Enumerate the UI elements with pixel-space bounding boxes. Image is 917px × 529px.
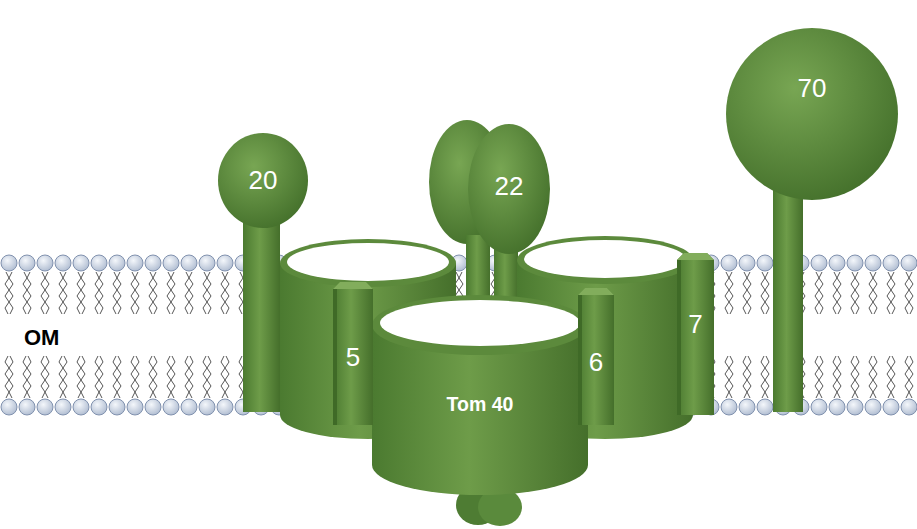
tom20-receptor: 20 <box>218 133 308 228</box>
tom70-receptor: 70 <box>726 28 898 200</box>
tom7-subunit: 7 <box>677 253 714 415</box>
tom40-back-pore-lumen <box>287 243 449 281</box>
ellipse-fill <box>468 124 550 254</box>
component-number: 7 <box>688 310 702 339</box>
tom5-subunit: 5 <box>333 282 373 425</box>
cylinder-fill <box>372 295 588 355</box>
cylinder-fill <box>380 300 580 346</box>
ellipse-outline <box>726 28 898 200</box>
bar-fill <box>578 288 614 425</box>
ellipse-fill <box>218 133 308 228</box>
membrane-label: OM <box>24 325 59 351</box>
tom40-pore: Tom 40 <box>372 295 588 495</box>
bar-fill <box>677 260 681 415</box>
bar-fill <box>677 253 714 260</box>
bar-fill <box>333 282 373 289</box>
bar-fill <box>333 282 373 425</box>
tom6-subunit: 6 <box>578 288 614 425</box>
tom40-back-pore-rim <box>517 236 693 284</box>
component-number: 6 <box>589 348 603 377</box>
component-number: 22 <box>495 172 524 201</box>
tom40-back-pore-lumen <box>524 240 686 278</box>
component-number: 70 <box>798 74 827 103</box>
component-number: Tom 40 <box>372 394 588 415</box>
bar-fill <box>677 253 714 415</box>
bar-fill <box>578 288 614 295</box>
bar-fill <box>578 295 582 425</box>
tom40-back-pore-rim <box>280 239 456 287</box>
tom22-receptor: 22 <box>468 124 550 254</box>
bar-fill <box>333 289 337 425</box>
tom20-anchor <box>243 215 280 412</box>
component-number: 5 <box>346 343 360 372</box>
tom70-anchor <box>773 190 803 412</box>
ellipse-fill <box>726 28 898 200</box>
component-number: 20 <box>249 166 278 195</box>
